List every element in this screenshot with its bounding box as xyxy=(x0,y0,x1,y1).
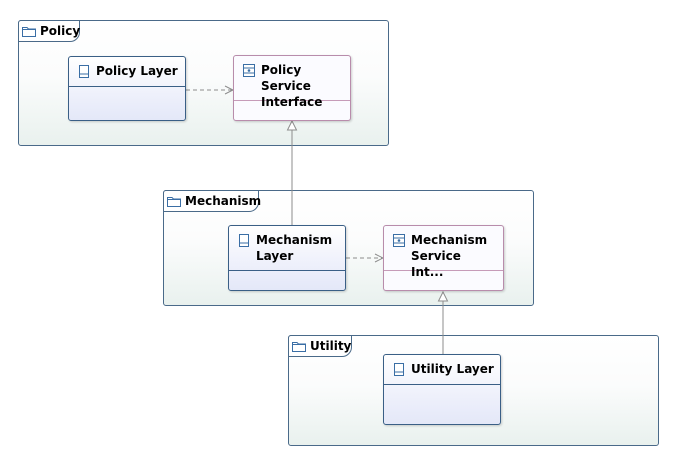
interface-icon xyxy=(243,64,255,77)
dependency-edge[interactable] xyxy=(346,253,385,263)
component-icon xyxy=(239,234,249,247)
class-label: Utility Layer xyxy=(411,362,494,376)
package-label-utility: Utility xyxy=(310,339,352,353)
interface-label: Policy Service Interface xyxy=(261,63,323,109)
class-mechanism-layer[interactable]: Mechanism Layer xyxy=(228,225,346,291)
package-label-mechanism: Mechanism xyxy=(185,194,262,208)
folder-icon xyxy=(292,341,306,352)
component-icon xyxy=(394,363,404,376)
class-utility-layer[interactable]: Utility Layer xyxy=(383,354,501,425)
folder-icon xyxy=(167,196,181,207)
package-label-policy: Policy xyxy=(40,24,81,38)
interface-policy-service[interactable]: Policy Service Interface xyxy=(233,55,351,121)
interface-mechanism-service[interactable]: Mechanism Service Int... xyxy=(383,225,504,291)
package-tab-policy: Policy xyxy=(18,20,80,42)
package-tab-mechanism: Mechanism xyxy=(163,190,262,212)
interface-icon xyxy=(393,234,405,247)
class-label: Mechanism Layer xyxy=(256,233,333,263)
realization-edge[interactable] xyxy=(286,119,298,226)
interface-label: Mechanism Service Int... xyxy=(411,233,488,279)
package-tab-utility: Utility xyxy=(288,335,352,357)
class-label: Policy Layer xyxy=(96,64,178,78)
class-policy-layer[interactable]: Policy Layer xyxy=(68,56,186,121)
dependency-edge[interactable] xyxy=(186,85,235,95)
folder-icon xyxy=(22,26,36,37)
component-icon xyxy=(79,65,89,78)
realization-edge[interactable] xyxy=(437,290,449,355)
